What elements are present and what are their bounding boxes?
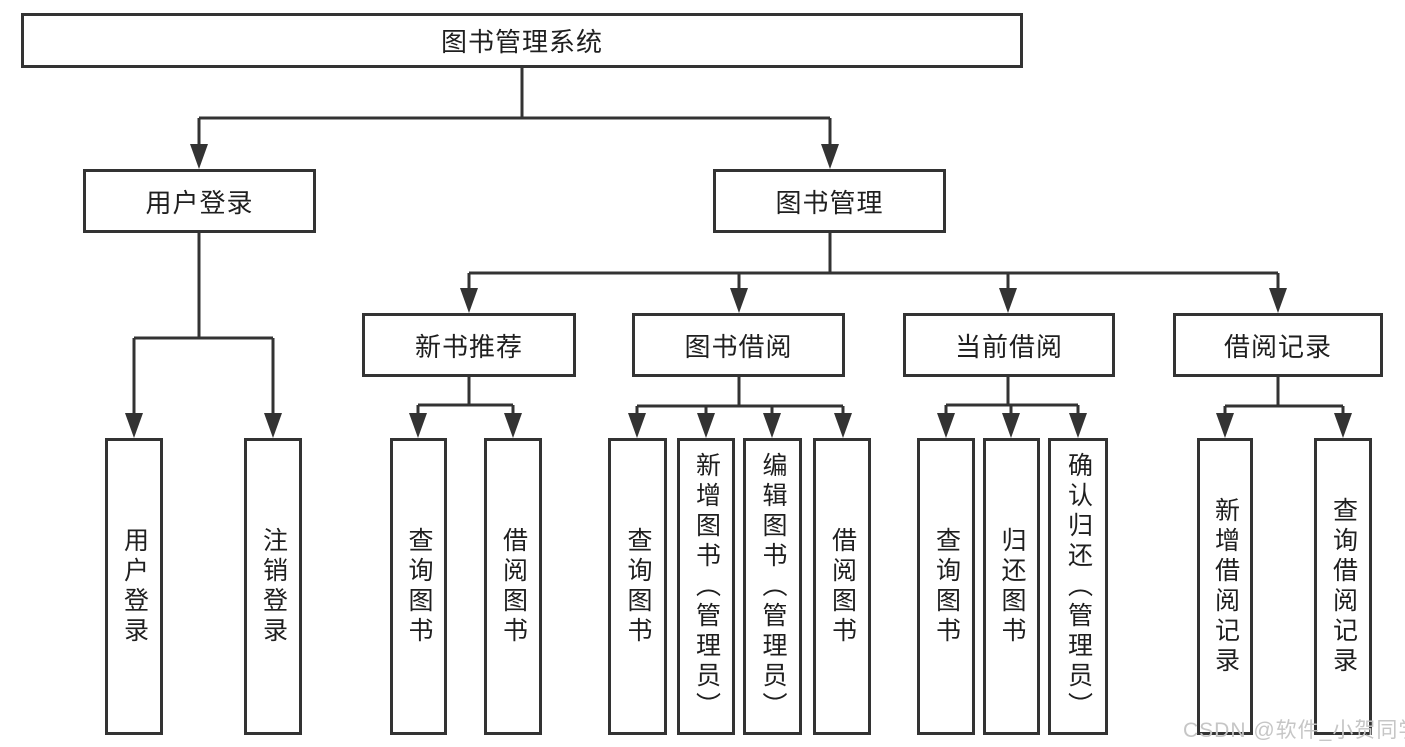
leaf-bb-add-book-admin: 新增图书（管理员） — [677, 438, 735, 735]
leaf-rec-borrow-books: 借阅图书 — [484, 438, 542, 735]
node-borrow-records-label: 借阅记录 — [1223, 331, 1332, 362]
node-root-label: 图书管理系统 — [440, 27, 603, 57]
node-current-borrow-label: 当前借阅 — [954, 331, 1063, 362]
leaf-bb-edit-book-admin-label: 编辑图书（管理员） — [759, 451, 787, 722]
leaf-user-login: 用户登录 — [105, 438, 163, 735]
node-new-book-recommend-label: 新书推荐 — [414, 331, 523, 362]
leaf-cb-confirm-return-admin-label: 确认归还（管理员） — [1064, 451, 1093, 722]
leaf-user-login-label: 用户登录 — [120, 526, 149, 647]
leaf-bb-query-books-label: 查询图书 — [624, 526, 652, 647]
node-book-management: 图书管理 — [713, 169, 946, 233]
leaf-cb-confirm-return-admin: 确认归还（管理员） — [1048, 438, 1108, 735]
leaf-rec-borrow-books-label: 借阅图书 — [499, 526, 528, 647]
leaf-rec-query-books: 查询图书 — [390, 438, 447, 735]
node-root: 图书管理系统 — [21, 13, 1023, 68]
csdn-watermark: CSDN @软件_小贺同学 — [1183, 719, 1405, 742]
leaf-cb-return-books-label: 归还图书 — [998, 526, 1026, 647]
leaf-rec-query-books-label: 查询图书 — [405, 526, 433, 647]
leaf-bb-borrow-books: 借阅图书 — [813, 438, 871, 735]
node-book-management-label: 图书管理 — [775, 187, 884, 218]
node-book-borrow: 图书借阅 — [632, 313, 845, 377]
leaf-cb-query-books: 查询图书 — [917, 438, 975, 735]
leaf-bb-query-books: 查询图书 — [608, 438, 667, 735]
leaf-br-add-record-label: 新增借阅记录 — [1211, 496, 1240, 677]
node-user-login-label: 用户登录 — [145, 187, 254, 218]
leaf-cb-query-books-label: 查询图书 — [932, 526, 961, 647]
leaf-br-query-record: 查询借阅记录 — [1314, 438, 1372, 735]
leaf-cb-return-books: 归还图书 — [983, 438, 1040, 735]
leaf-br-query-record-label: 查询借阅记录 — [1329, 496, 1358, 677]
leaf-logout: 注销登录 — [244, 438, 302, 735]
node-user-login: 用户登录 — [83, 169, 316, 233]
leaf-bb-borrow-books-label: 借阅图书 — [828, 526, 857, 647]
node-borrow-records: 借阅记录 — [1173, 313, 1383, 377]
leaf-logout-label: 注销登录 — [259, 526, 288, 647]
node-new-book-recommend: 新书推荐 — [362, 313, 576, 377]
node-book-borrow-label: 图书借阅 — [684, 331, 793, 362]
node-current-borrow: 当前借阅 — [903, 313, 1115, 377]
leaf-br-add-record: 新增借阅记录 — [1197, 438, 1253, 735]
leaf-bb-edit-book-admin: 编辑图书（管理员） — [743, 438, 802, 735]
leaf-bb-add-book-admin-label: 新增图书（管理员） — [692, 451, 721, 722]
